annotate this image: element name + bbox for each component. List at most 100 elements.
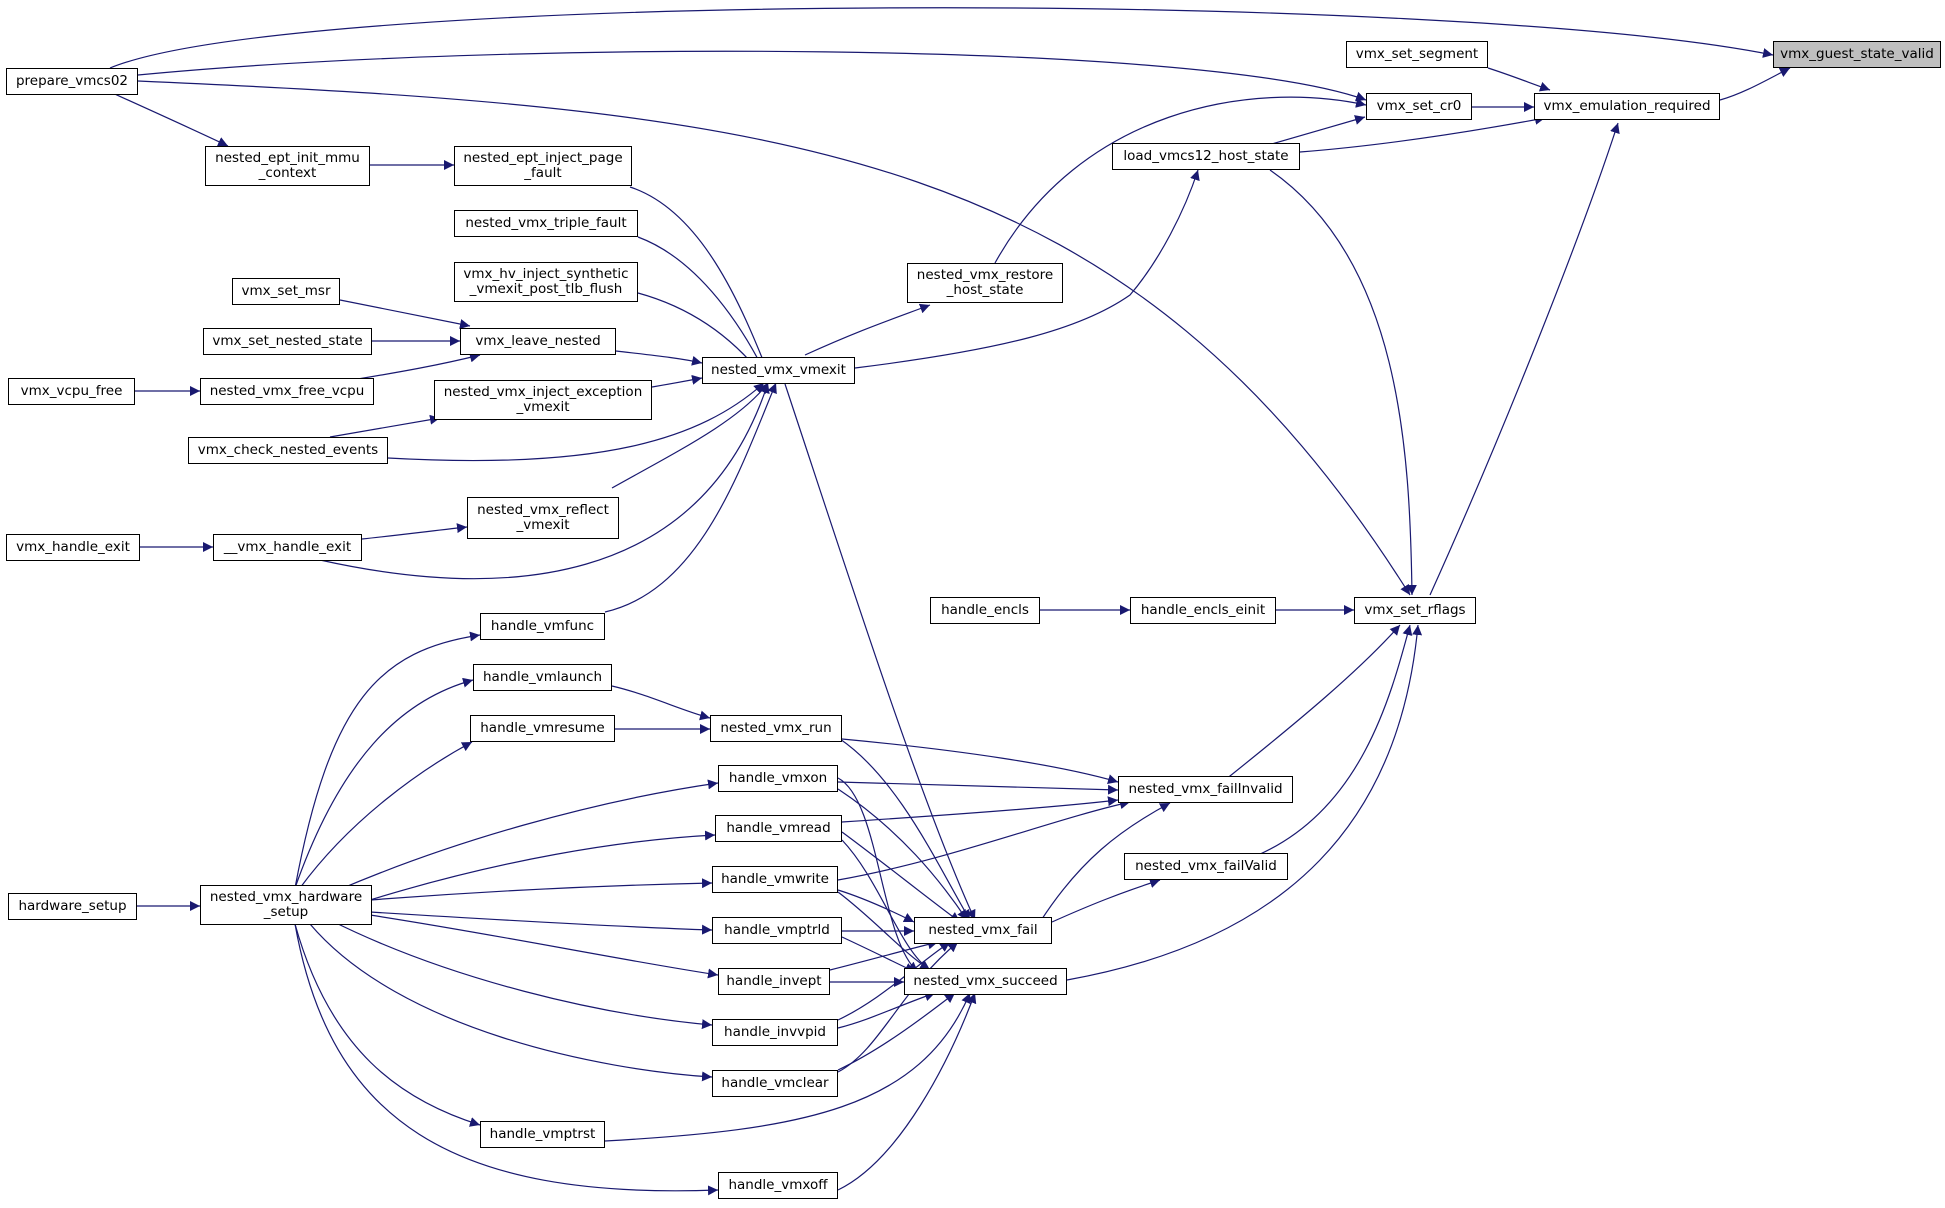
edge-nested_vmx_hardware_setup-handle_vmclear <box>309 923 713 1082</box>
edge-vmx_emulation_required-vmx_guest_state_valid <box>1719 67 1791 101</box>
edge-prepare_vmcs02-vmx_guest_state_valid <box>109 7 1774 69</box>
edge-__vmx_handle_exit-nested_vmx_vmexit <box>319 382 770 580</box>
node-vmx_vcpu_free[interactable]: vmx_vcpu_free <box>8 378 135 405</box>
edge-prepare_vmcs02-vmx_set_rflags <box>137 80 1411 596</box>
edge-nested_vmx_hardware_setup-handle_vmwrite <box>369 878 713 901</box>
edge-vmx_set_msr-vmx_leave_nested <box>339 299 471 329</box>
node-nested_vmx_triple_fault[interactable]: nested_vmx_triple_fault <box>454 210 638 237</box>
node-handle_vmxon[interactable]: handle_vmxon <box>718 765 838 792</box>
node-nested_vmx_inject_exception_vmexit[interactable]: nested_vmx_inject_exception _vmexit <box>434 380 652 420</box>
node-vmx_set_nested_state[interactable]: vmx_set_nested_state <box>203 328 372 355</box>
node-nested_vmx_failValid[interactable]: nested_vmx_failValid <box>1124 853 1288 880</box>
node-nested_vmx_free_vcpu[interactable]: nested_vmx_free_vcpu <box>200 378 374 405</box>
node-nested_ept_init_mmu_context[interactable]: nested_ept_init_mmu _context <box>205 146 370 186</box>
edge-handle_vmwrite-nested_vmx_succeed <box>837 891 931 971</box>
edge-handle_vmwrite-nested_vmx_failInvalid <box>837 799 1131 881</box>
node-vmx_guest_state_valid[interactable]: vmx_guest_state_valid <box>1773 41 1941 68</box>
edge-vmx_check_nested_events-nested_vmx_inject_exception_vmexit <box>329 414 441 438</box>
edge-load_vmcs12_host_state-vmx_emulation_required <box>1299 114 1546 153</box>
edge-__vmx_handle_exit-nested_vmx_reflect_vmexit <box>361 523 468 540</box>
node-nested_vmx_reflect_vmexit[interactable]: nested_vmx_reflect _vmexit <box>467 497 619 539</box>
edge-handle_vmfunc-nested_vmx_vmexit <box>604 382 777 613</box>
node-nested_vmx_failInvalid[interactable]: nested_vmx_failInvalid <box>1118 776 1293 803</box>
edge-nested_vmx_hardware_setup-handle_vmresume <box>299 741 473 889</box>
edge-nested_vmx_hardware_setup-handle_vmptrld <box>369 911 713 935</box>
node-vmx_hv_inject_synthetic[interactable]: vmx_hv_inject_synthetic _vmexit_post_tlb… <box>454 262 638 302</box>
edge-handle_vmptrld-nested_vmx_succeed <box>841 936 916 973</box>
node-vmx_leave_nested[interactable]: vmx_leave_nested <box>460 328 616 355</box>
edge-nested_vmx_hardware_setup-handle_vmxoff <box>294 923 719 1196</box>
edge-handle_vmread-nested_vmx_succeed <box>841 839 931 971</box>
node-vmx_set_cr0[interactable]: vmx_set_cr0 <box>1366 93 1472 120</box>
edge-vmx_set_segment-vmx_emulation_required <box>1487 67 1551 92</box>
node-handle_vmxoff[interactable]: handle_vmxoff <box>718 1172 838 1199</box>
edge-vmx_leave_nested-nested_vmx_vmexit <box>615 350 703 366</box>
edge-load_vmcs12_host_state-vmx_set_cr0 <box>1264 115 1366 147</box>
edge-handle_vmlaunch-nested_vmx_run <box>611 685 711 721</box>
node-load_vmcs12_host_state[interactable]: load_vmcs12_host_state <box>1112 143 1300 170</box>
node-handle_invept[interactable]: handle_invept <box>718 968 830 995</box>
node-nested_vmx_fail[interactable]: nested_vmx_fail <box>914 917 1052 944</box>
edge-handle_invvpid-nested_vmx_succeed <box>837 991 936 1029</box>
node-prepare_vmcs02[interactable]: prepare_vmcs02 <box>6 68 138 95</box>
node-handle_vmptrld[interactable]: handle_vmptrld <box>712 917 842 944</box>
edge-nested_vmx_vmexit-nested_vmx_restore_host_state <box>804 303 931 356</box>
edge-nested_ept_inject_page_fault-nested_vmx_vmexit <box>629 186 774 384</box>
node-nested_vmx_run[interactable]: nested_vmx_run <box>710 715 842 742</box>
node-handle_encls_einit[interactable]: handle_encls_einit <box>1130 597 1276 624</box>
edge-nested_vmx_hardware_setup-handle_vmptrst <box>294 923 481 1127</box>
edge-handle_vmwrite-nested_vmx_fail <box>837 889 915 923</box>
node-handle_vmwrite[interactable]: handle_vmwrite <box>712 866 838 893</box>
node-nested_ept_inject_page_fault[interactable]: nested_ept_inject_page _fault <box>454 146 632 186</box>
edge-handle_vmxoff-nested_vmx_succeed <box>837 992 977 1191</box>
edge-nested_vmx_fail-nested_vmx_failInvalid <box>1039 802 1171 923</box>
node-handle_invvpid[interactable]: handle_invvpid <box>712 1019 838 1046</box>
node-handle_vmresume[interactable]: handle_vmresume <box>470 715 615 742</box>
node-vmx_set_msr[interactable]: vmx_set_msr <box>232 278 340 305</box>
node-vmx_set_rflags[interactable]: vmx_set_rflags <box>1354 597 1476 624</box>
node-__vmx_handle_exit[interactable]: __vmx_handle_exit <box>213 534 362 561</box>
edge-vmx_check_nested_events-nested_vmx_vmexit <box>387 382 765 462</box>
node-handle_vmlaunch[interactable]: handle_vmlaunch <box>473 664 612 691</box>
edge-prepare_vmcs02-nested_ept_init_mmu_context <box>107 90 229 147</box>
edge-prepare_vmcs02-vmx_set_cr0 <box>137 50 1367 102</box>
node-handle_vmfunc[interactable]: handle_vmfunc <box>480 613 605 640</box>
edge-handle_vmread-nested_vmx_failInvalid <box>841 796 1119 823</box>
edge-handle_vmxon-nested_vmx_succeed <box>837 777 919 973</box>
node-nested_vmx_vmexit[interactable]: nested_vmx_vmexit <box>702 357 855 384</box>
edge-nested_vmx_run-nested_vmx_failInvalid <box>841 738 1119 784</box>
node-handle_vmclear[interactable]: handle_vmclear <box>712 1070 838 1097</box>
edge-nested_vmx_hardware_setup-handle_vmfunc <box>294 631 481 889</box>
edge-nested_vmx_hardware_setup-handle_vmxon <box>319 779 719 899</box>
node-hardware_setup[interactable]: hardware_setup <box>8 893 137 920</box>
node-handle_vmread[interactable]: handle_vmread <box>715 815 842 842</box>
node-nested_vmx_restore_host_state[interactable]: nested_vmx_restore _host_state <box>907 263 1063 303</box>
edge-nested_vmx_succeed-vmx_set_rflags <box>1066 624 1423 981</box>
edge-nested_vmx_free_vcpu-vmx_leave_nested <box>351 352 481 381</box>
node-vmx_handle_exit[interactable]: vmx_handle_exit <box>6 534 140 561</box>
node-vmx_set_segment[interactable]: vmx_set_segment <box>1346 41 1488 68</box>
edge-nested_vmx_inject_exception_vmexit-nested_vmx_vmexit <box>651 374 703 388</box>
node-nested_vmx_hardware_setup[interactable]: nested_vmx_hardware _setup <box>200 885 372 925</box>
edge-nested_vmx_hardware_setup-handle_invept <box>369 914 719 979</box>
edge-nested_vmx_run-nested_vmx_fail <box>839 738 971 921</box>
node-handle_vmptrst[interactable]: handle_vmptrst <box>480 1121 605 1148</box>
edge-nested_vmx_restore_host_state-vmx_set_cr0 <box>994 96 1367 264</box>
edge-nested_vmx_hardware_setup-handle_invvpid <box>329 919 713 1030</box>
edge-nested_vmx_vmexit-load_vmcs12_host_state <box>854 169 1200 369</box>
edge-nested_vmx_vmexit-nested_vmx_fail <box>784 383 976 921</box>
edge-nested_vmx_fail-nested_vmx_failValid <box>1051 878 1161 923</box>
node-vmx_check_nested_events[interactable]: vmx_check_nested_events <box>188 437 388 464</box>
edge-handle_vmxon-nested_vmx_failInvalid <box>837 781 1119 795</box>
node-nested_vmx_succeed[interactable]: nested_vmx_succeed <box>904 968 1067 995</box>
node-handle_encls[interactable]: handle_encls <box>930 597 1040 624</box>
edge-nested_vmx_hardware_setup-handle_vmread <box>369 830 716 901</box>
edge-nested_vmx_hardware_setup-handle_vmlaunch <box>294 677 474 889</box>
node-vmx_emulation_required[interactable]: vmx_emulation_required <box>1534 93 1720 120</box>
edge-handle_invept-nested_vmx_fail <box>829 939 939 971</box>
edge-nested_vmx_reflect_vmexit-nested_vmx_vmexit <box>611 382 769 489</box>
edge-handle_vmptrst-nested_vmx_succeed <box>604 992 971 1142</box>
edge-handle_vmclear-nested_vmx_succeed <box>837 992 956 1071</box>
